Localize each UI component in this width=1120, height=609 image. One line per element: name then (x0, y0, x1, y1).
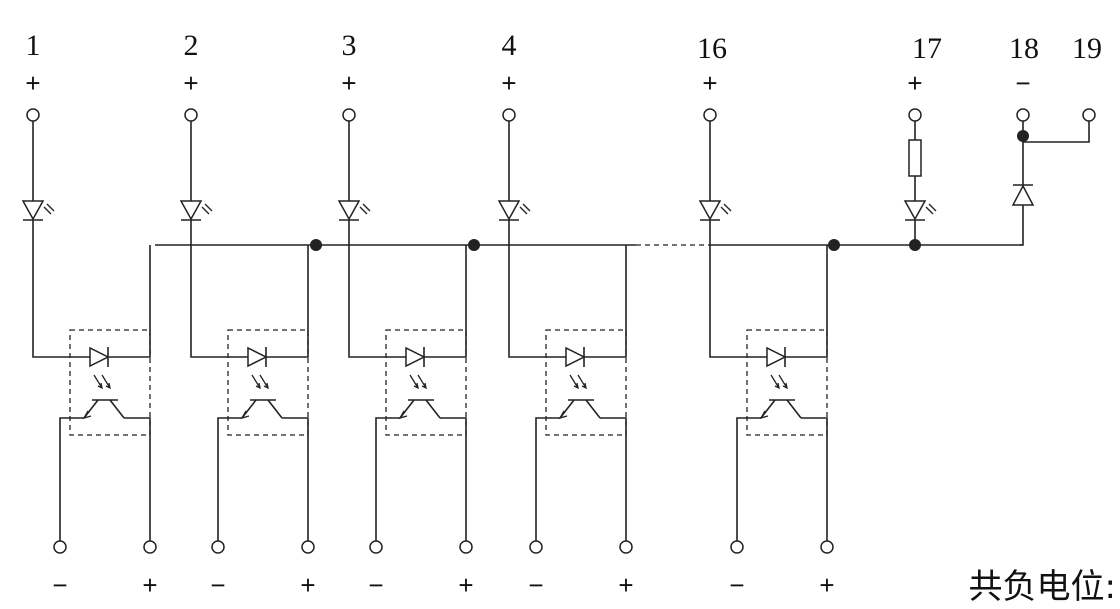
polarity-4: + (501, 68, 516, 98)
terminal-18[interactable] (1016, 108, 1030, 122)
junction-dot (468, 239, 480, 251)
output-neg-terminal[interactable] (53, 540, 67, 554)
led-icon (337, 200, 371, 221)
terminal-19[interactable] (1082, 108, 1096, 122)
optocoupler-channels: −+−+−+−+−+ (21, 108, 840, 600)
output-neg-label: − (528, 570, 543, 600)
output-pos-terminal[interactable] (301, 540, 315, 554)
diode-icon (766, 346, 787, 368)
diode-icon (89, 346, 110, 368)
common-terminal-branch (1011, 108, 1096, 246)
output-pos-terminal[interactable] (820, 540, 834, 554)
output-neg-label: − (210, 570, 225, 600)
channel-1: −+ (21, 108, 158, 600)
polarity-17: + (907, 68, 922, 98)
polarity-18: − (1015, 68, 1030, 98)
output-neg-terminal[interactable] (211, 540, 225, 554)
output-neg-label: − (729, 570, 744, 600)
optocoupler-box (545, 329, 627, 436)
diode-icon (1011, 184, 1035, 206)
terminal-label-19: 19 (1072, 32, 1102, 65)
phototransistor-icon (558, 399, 601, 420)
junction-dot (828, 239, 840, 251)
terminal-label-17: 17 (912, 32, 942, 65)
led-icon (21, 200, 55, 221)
polarity-16: + (702, 68, 717, 98)
optocoupler-box (385, 329, 467, 436)
junction-dot (310, 239, 322, 251)
output-neg-terminal[interactable] (369, 540, 383, 554)
output-pos-terminal[interactable] (619, 540, 633, 554)
output-pos-label: + (819, 570, 834, 600)
phototransistor-icon (240, 399, 283, 420)
output-neg-label: − (52, 570, 67, 600)
output-pos-terminal[interactable] (143, 540, 157, 554)
output-pos-label: + (458, 570, 473, 600)
diode-icon (405, 346, 426, 368)
input-terminal[interactable] (342, 108, 356, 122)
output-pos-terminal[interactable] (459, 540, 473, 554)
terminal-label-4: 4 (502, 29, 517, 62)
light-arrows-icon (770, 374, 788, 390)
polarity-2: + (183, 68, 198, 98)
led-icon (179, 200, 213, 221)
diode-icon (247, 346, 268, 368)
resistor-icon (908, 139, 922, 177)
phototransistor-icon (759, 399, 802, 420)
terminal-label-3: 3 (342, 29, 357, 62)
input-terminal[interactable] (184, 108, 198, 122)
output-pos-label: + (618, 570, 633, 600)
output-pos-label: + (142, 570, 157, 600)
led-icon (903, 200, 937, 221)
polarity-3: + (341, 68, 356, 98)
light-arrows-icon (251, 374, 269, 390)
terminal-label-18: 18 (1009, 32, 1039, 65)
optocoupler-box (69, 329, 151, 436)
channel-3: −+ (337, 108, 480, 600)
light-arrows-icon (569, 374, 587, 390)
optocoupler-box (746, 329, 828, 436)
terminal-label-16: 16 (697, 32, 727, 65)
input-terminal[interactable] (703, 108, 717, 122)
led-icon (698, 200, 732, 221)
junction-dot (909, 239, 921, 251)
input-terminal[interactable] (26, 108, 40, 122)
led-icon (497, 200, 531, 221)
channel-4: −+ (497, 108, 634, 600)
diode-icon (565, 346, 586, 368)
output-pos-label: + (300, 570, 315, 600)
output-neg-terminal[interactable] (529, 540, 543, 554)
channel-2: −+ (179, 108, 322, 600)
optocoupler-box (227, 329, 309, 436)
footer-note: 共负电位: (969, 567, 1116, 607)
phototransistor-icon (398, 399, 441, 420)
terminal-label-2: 2 (184, 29, 199, 62)
light-arrows-icon (409, 374, 427, 390)
polarity-1: + (25, 68, 40, 98)
terminal-17[interactable] (908, 108, 922, 122)
indicator-branch (903, 108, 937, 251)
input-terminal[interactable] (502, 108, 516, 122)
channel-16: −+ (698, 108, 840, 600)
light-arrows-icon (93, 374, 111, 390)
phototransistor-icon (82, 399, 125, 420)
terminal-label-1: 1 (26, 29, 41, 62)
output-neg-terminal[interactable] (730, 540, 744, 554)
output-neg-label: − (368, 570, 383, 600)
